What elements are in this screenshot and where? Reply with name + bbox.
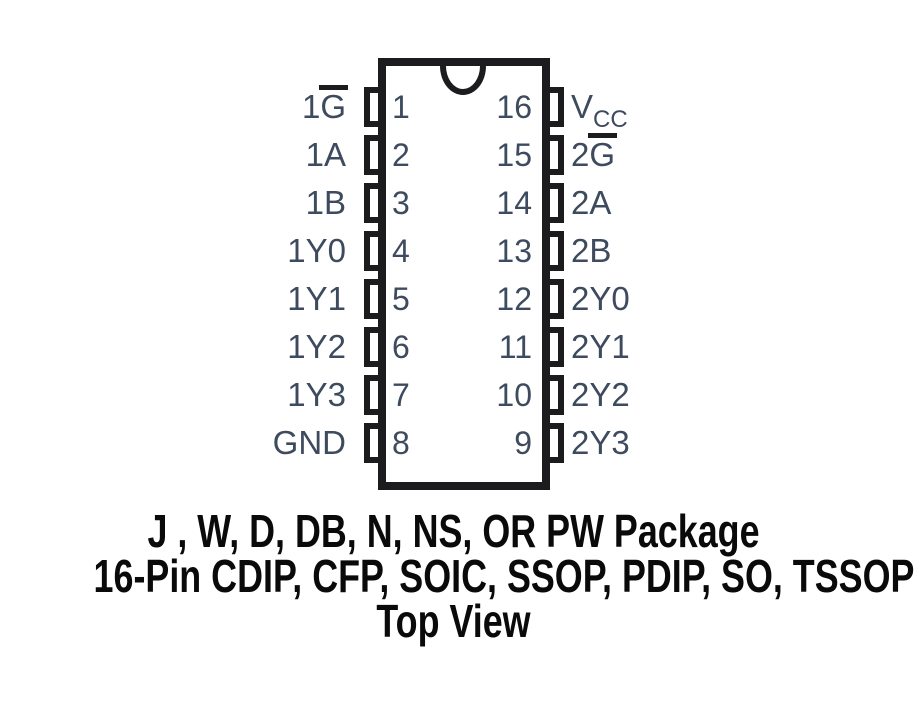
pin-label-2Y2: 2Y2 xyxy=(571,375,871,415)
pin-label-GND: GND xyxy=(90,423,346,463)
pin-label-text: 2G xyxy=(571,133,617,173)
pin-number-4: 4 xyxy=(392,233,410,269)
pin-number-10: 10 xyxy=(496,377,532,413)
pin-number-16: 16 xyxy=(496,89,532,125)
overline-char: G xyxy=(319,85,348,125)
pin-number-2: 2 xyxy=(392,137,410,173)
pin-label-1Y2: 1Y2 xyxy=(90,327,346,367)
pin-label-1G: 1G xyxy=(90,85,348,127)
pin-label-1A: 1A xyxy=(90,135,346,175)
pin-number-5: 5 xyxy=(392,281,410,317)
pin-label-2A: 2A xyxy=(571,183,871,223)
pin-number-14: 14 xyxy=(496,185,532,221)
pin-label-text: 1B xyxy=(305,184,346,221)
view-label: Top View xyxy=(376,595,531,647)
pin-number-7: 7 xyxy=(392,377,410,413)
overline-char: G xyxy=(588,133,617,173)
pin-label-text: 2B xyxy=(571,232,612,269)
caption: J , W, D, DB, N, NS, OR PW Package 16-Pi… xyxy=(0,505,923,647)
pin-label-1Y3: 1Y3 xyxy=(90,375,346,415)
pin-number-12: 12 xyxy=(496,281,532,317)
pin-number-11: 11 xyxy=(498,329,532,365)
pin-label-1Y1: 1Y1 xyxy=(90,279,346,319)
pin-label-text: 2Y1 xyxy=(571,328,630,365)
pin-label-text: 1Y3 xyxy=(287,376,346,413)
pin-number-3: 3 xyxy=(392,185,410,221)
pin-label-text: 2A xyxy=(571,184,612,221)
pin-label-text: 2Y2 xyxy=(571,376,630,413)
pin-number-9: 9 xyxy=(514,425,532,461)
pin-label-2Y0: 2Y0 xyxy=(571,279,871,319)
pin-label-text: 2Y3 xyxy=(571,424,630,461)
pin-label-text: 1Y0 xyxy=(287,232,346,269)
pin-label-text: 1G xyxy=(301,85,348,125)
subscript: CC xyxy=(593,106,628,133)
ic-body xyxy=(378,58,550,490)
pin-label-2Y3: 2Y3 xyxy=(571,423,871,463)
pin-label-text: 1Y2 xyxy=(287,328,346,365)
pin-label-1Y0: 1Y0 xyxy=(90,231,346,271)
pin-label-1B: 1B xyxy=(90,183,346,223)
pin-number-6: 6 xyxy=(392,329,410,365)
package-types-line: 16-Pin CDIP, CFP, SOIC, SSOP, PDIP, SO, … xyxy=(93,550,915,602)
pin-label-text: 2Y0 xyxy=(571,280,630,317)
pin-number-13: 13 xyxy=(496,233,532,269)
package-codes-line: J , W, D, DB, N, NS, OR PW Package xyxy=(147,505,760,557)
pin-label-text: 1Y1 xyxy=(287,280,346,317)
pin-label-text: 1A xyxy=(305,136,346,173)
pin-number-8: 8 xyxy=(392,425,410,461)
pin-label-2G: 2G xyxy=(571,133,871,175)
pin-number-15: 15 xyxy=(496,137,532,173)
pin-label-2B: 2B xyxy=(571,231,871,271)
pin-label-text: GND xyxy=(272,424,346,461)
pin-label-2Y1: 2Y1 xyxy=(571,327,871,367)
pin-label-VCC: VCC xyxy=(571,87,871,133)
pin-label-text: VCC xyxy=(571,88,628,133)
pin-number-1: 1 xyxy=(392,89,410,125)
